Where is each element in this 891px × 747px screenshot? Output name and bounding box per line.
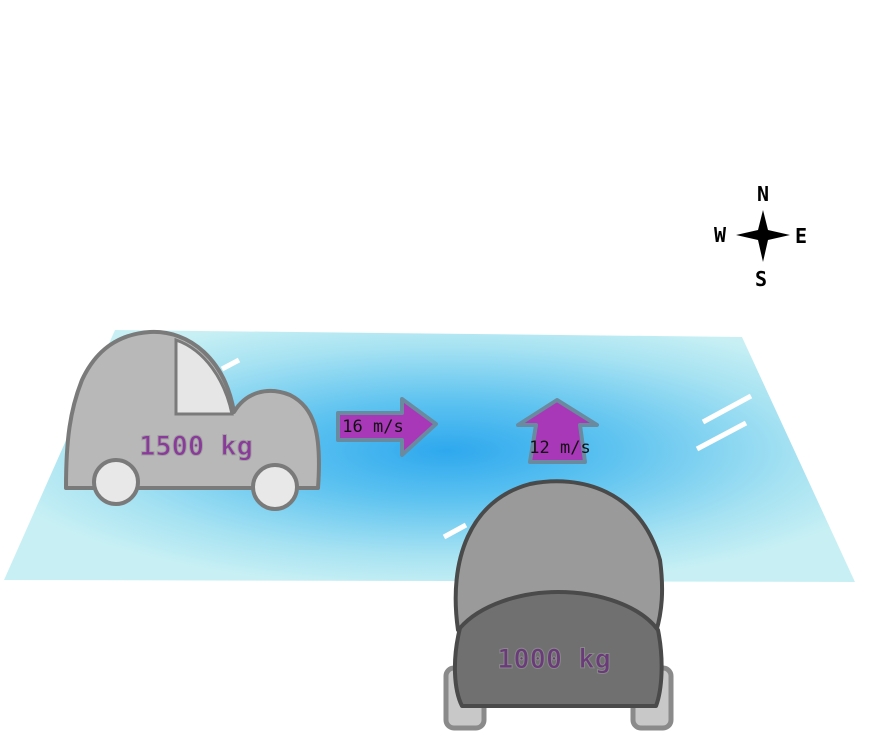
arrow-east-shape <box>336 397 438 457</box>
ice-shine-marks <box>220 357 753 540</box>
car-west-wheel-front <box>251 463 299 511</box>
car-south-speed-label: 12 m/s <box>529 438 590 458</box>
car-south: 1000 kg <box>443 479 674 731</box>
car-west: 1500 kg <box>64 329 321 511</box>
arrow-north-shape <box>516 398 599 464</box>
car-west-wheel-rear <box>92 458 140 506</box>
car-west-speed-label: 16 m/s <box>342 417 403 437</box>
compass-north: N <box>757 182 769 206</box>
car-south-velocity-arrow: 12 m/s <box>516 398 599 464</box>
car-south-rear <box>452 590 664 708</box>
compass-east: E <box>795 224 807 248</box>
compass-star-icon <box>736 210 790 262</box>
compass-south: S <box>755 267 767 291</box>
car-west-window <box>174 337 234 416</box>
car-south-mass-label: 1000 kg <box>497 644 611 675</box>
compass-west: W <box>714 223 727 247</box>
car-south-roof <box>453 479 665 634</box>
car-west-mass-label: 1500 kg <box>139 431 253 462</box>
car-west-velocity-arrow: 16 m/s <box>336 397 438 457</box>
compass: N S W E <box>714 182 807 291</box>
